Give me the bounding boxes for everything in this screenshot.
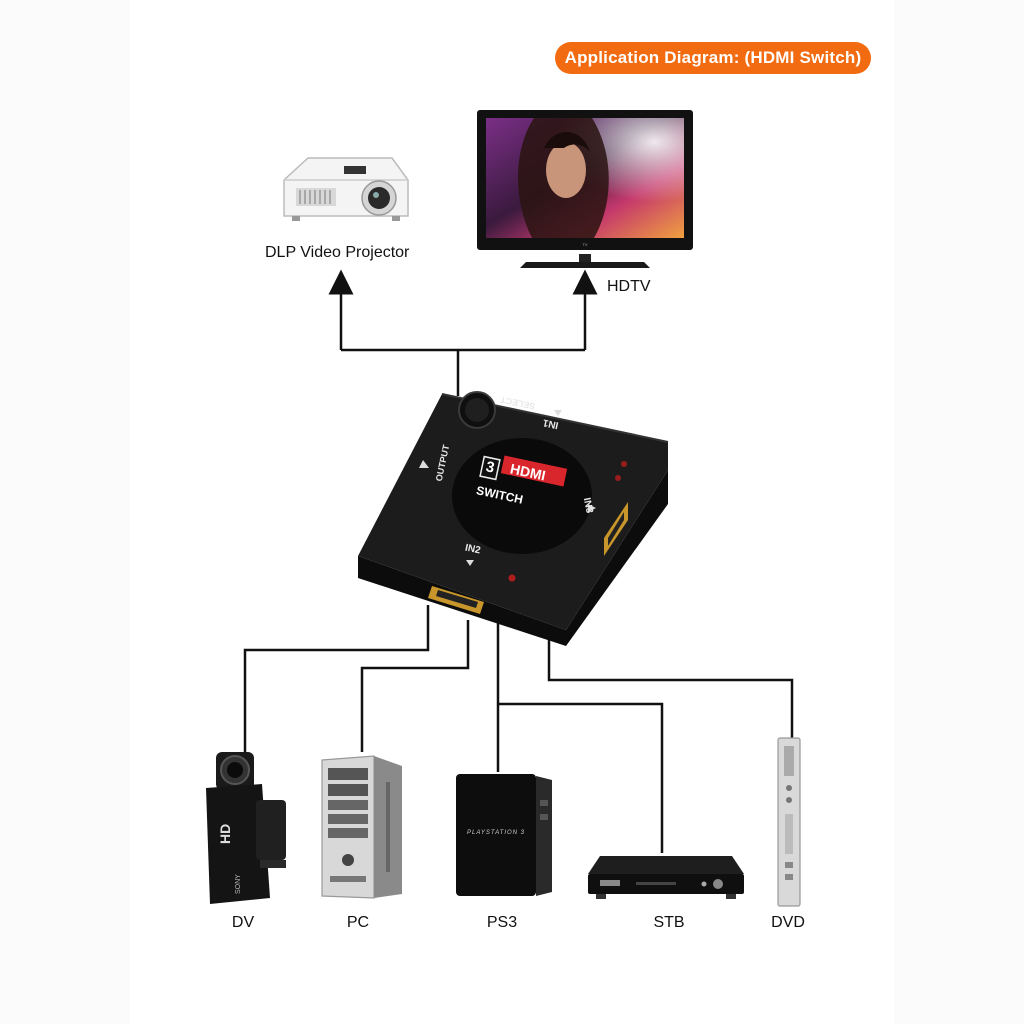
hdmi-switch-device xyxy=(358,391,669,646)
stb-label: STB xyxy=(653,914,685,931)
projector-label: DLP Video Projector xyxy=(265,244,410,261)
hdtv-label: HDTV xyxy=(607,278,651,295)
input-wires xyxy=(243,605,794,853)
pc-tower-icon xyxy=(321,755,402,899)
svg-text:TV: TV xyxy=(582,242,587,247)
pc-label: PC xyxy=(346,914,370,931)
svg-text:HD: HD xyxy=(217,824,233,844)
wire-pc xyxy=(360,620,470,752)
svg-text:SONY: SONY xyxy=(235,874,242,894)
wire-dv xyxy=(243,605,430,752)
game-console-icon: PLAYSTATION 3 xyxy=(456,774,552,896)
ps3-label: PS3 xyxy=(486,914,518,931)
diagram-title: Application Diagram: (HDMI Switch) xyxy=(555,42,871,74)
set-top-box-icon xyxy=(588,856,744,899)
right-margin xyxy=(894,0,1024,1024)
wire-stb xyxy=(498,702,664,853)
dvd-player-icon xyxy=(777,737,801,907)
projector-icon xyxy=(283,157,409,221)
left-margin xyxy=(0,0,130,1024)
tv-icon: TV xyxy=(477,110,693,268)
output-wires xyxy=(328,269,598,396)
dv-label: DV xyxy=(231,914,255,931)
wire-dvd xyxy=(547,640,794,738)
svg-text:PLAYSTATION 3: PLAYSTATION 3 xyxy=(467,830,525,836)
dvd-label: DVD xyxy=(771,914,805,931)
camcorder-icon: HD SONY xyxy=(206,752,286,904)
